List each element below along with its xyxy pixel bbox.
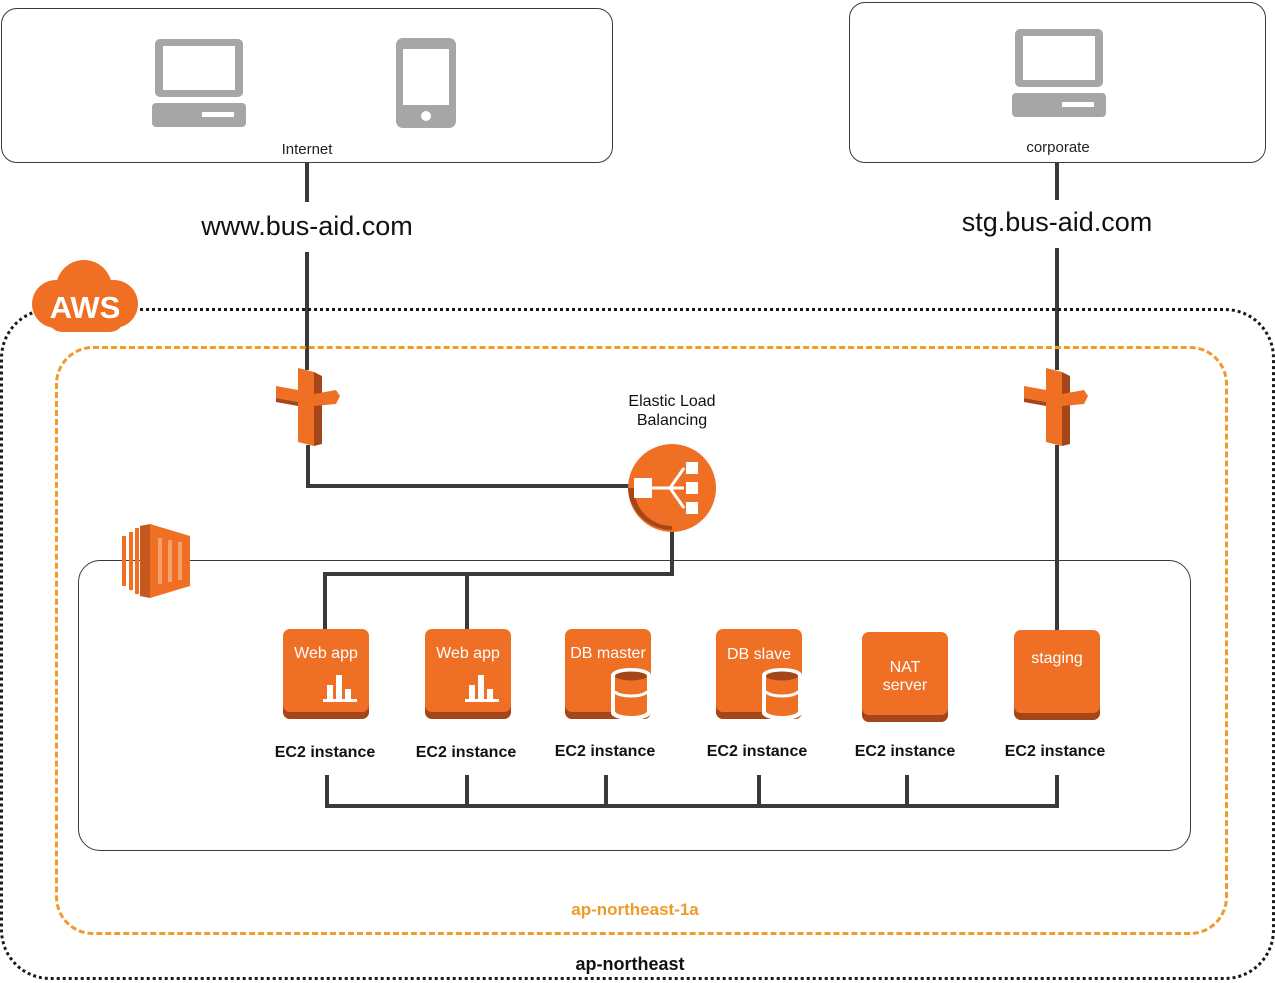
internet-label: Internet bbox=[281, 141, 333, 158]
corporate-client-box: corporate bbox=[849, 2, 1266, 163]
availability-zone-label: ap-northeast-1a bbox=[571, 900, 699, 919]
instance-tile-web-app-1: Web app bbox=[283, 629, 369, 719]
instance-label-3: EC2 instance bbox=[554, 743, 656, 760]
corporate-computer-icon bbox=[1012, 29, 1106, 117]
smartphone-icon bbox=[396, 38, 456, 128]
instance-label-1: EC2 instance bbox=[274, 744, 376, 761]
instance-tile-db-slave: DB slave bbox=[716, 629, 802, 720]
staging-gateway-icon bbox=[1024, 368, 1088, 446]
tile-label: NAT server bbox=[882, 659, 928, 694]
tile-label: DB slave bbox=[726, 646, 792, 663]
tile-label: Web app bbox=[294, 645, 358, 662]
elb-label-line1: Elastic Load bbox=[628, 393, 716, 410]
elb-label: Elastic Load Balancing bbox=[602, 392, 742, 430]
region-label: ap-northeast bbox=[575, 954, 685, 974]
availability-zone-boundary bbox=[55, 346, 1228, 935]
ec2-group-icon bbox=[122, 524, 190, 598]
chart-icon bbox=[323, 675, 357, 702]
elb-label-line2: Balancing bbox=[636, 412, 708, 429]
tile-label: staging bbox=[1031, 650, 1083, 667]
instance-label-2: EC2 instance bbox=[415, 744, 517, 761]
instance-tile-staging: staging bbox=[1014, 630, 1100, 720]
instance-tile-nat-server: NAT server bbox=[862, 632, 948, 722]
instance-tile-web-app-2: Web app bbox=[425, 629, 511, 719]
internet-client-box: Internet bbox=[1, 8, 613, 163]
aws-cloud-logo: AWS bbox=[32, 260, 138, 332]
internet-gateway-icon bbox=[276, 368, 340, 446]
elastic-load-balancer-icon bbox=[628, 444, 716, 532]
instance-label-6: EC2 instance bbox=[1004, 743, 1106, 760]
production-domain-label: www.bus-aid.com bbox=[201, 211, 413, 241]
ec2-group-box bbox=[78, 560, 1191, 851]
staging-domain-label: stg.bus-aid.com bbox=[961, 207, 1153, 237]
database-icon bbox=[762, 668, 802, 720]
tile-label: DB master bbox=[570, 645, 646, 662]
chart-icon bbox=[465, 675, 499, 702]
aws-logo-text: AWS bbox=[50, 290, 121, 325]
tile-label: Web app bbox=[436, 645, 500, 662]
desktop-computer-icon bbox=[152, 39, 246, 127]
instance-label-4: EC2 instance bbox=[706, 743, 808, 760]
instance-label-5: EC2 instance bbox=[854, 743, 956, 760]
database-icon bbox=[611, 668, 651, 720]
instance-tile-db-master: DB master bbox=[565, 629, 651, 720]
region-boundary bbox=[0, 308, 1275, 980]
corporate-label: corporate bbox=[1026, 139, 1090, 156]
